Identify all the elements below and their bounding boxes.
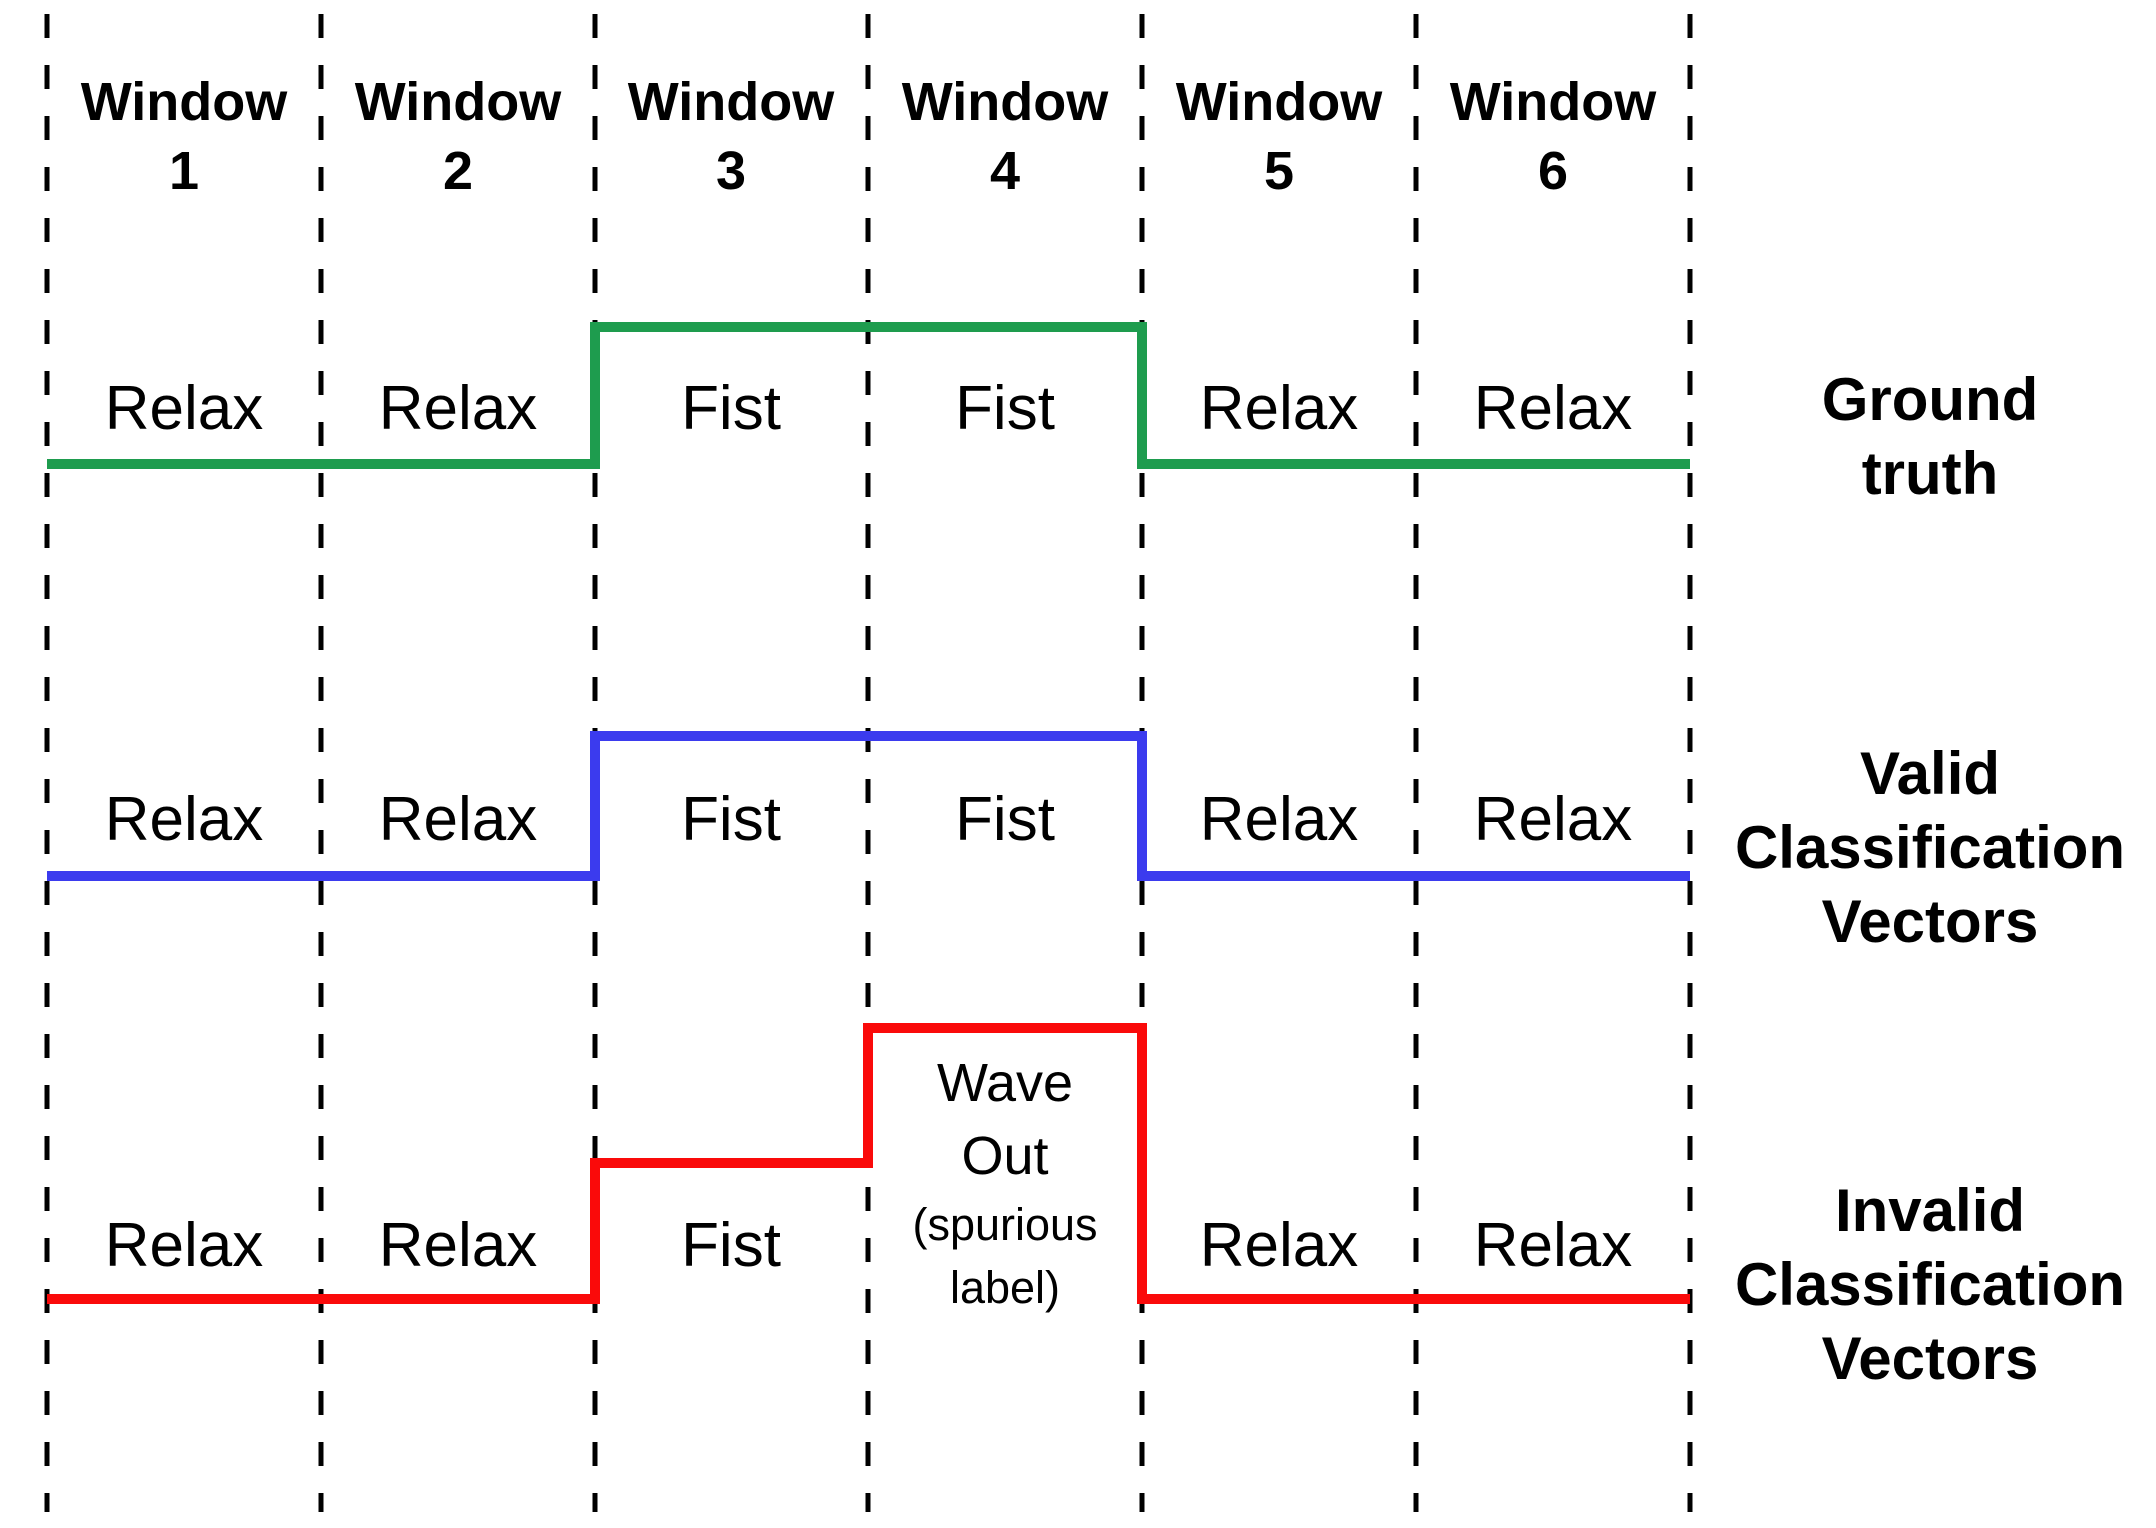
- window-header-number: 3: [715, 141, 747, 201]
- invalid-label-w5: Relax: [1199, 1211, 1359, 1280]
- window-header-number: 4: [989, 141, 1021, 201]
- wave-out-line-1: Wave: [936, 1053, 1074, 1113]
- window-header-number: 5: [1263, 141, 1295, 201]
- caption-line: Classification: [1734, 1251, 2126, 1318]
- valid-label-w6: Relax: [1473, 785, 1633, 854]
- invalid-label-w1: Relax: [104, 1211, 264, 1280]
- window-header-number: 1: [168, 141, 200, 201]
- window-header-1: Window 1: [81, 68, 287, 206]
- invalid-classification-trace: [47, 1023, 1690, 1304]
- caption-line: Vectors: [1821, 888, 2039, 955]
- gt-label-w5: Relax: [1199, 374, 1359, 443]
- invalid-label-w3: Fist: [681, 1211, 781, 1280]
- caption-line: truth: [1861, 440, 1999, 507]
- window-header-word: Window: [627, 72, 835, 132]
- ground-truth-trace: [47, 322, 1690, 469]
- window-header-word: Window: [354, 72, 562, 132]
- caption-ground-truth: Ground truth: [1822, 363, 2039, 511]
- window-header-word: Window: [80, 72, 288, 132]
- caption-line: Ground: [1821, 366, 2039, 433]
- gt-label-w1: Relax: [104, 374, 264, 443]
- window-boundary-lines: [44, 14, 1693, 1512]
- window-header-number: 2: [442, 141, 474, 201]
- window-header-word: Window: [1449, 72, 1657, 132]
- valid-label-w5: Relax: [1199, 785, 1359, 854]
- caption-line: Classification: [1734, 814, 2126, 881]
- window-header-word: Window: [901, 72, 1109, 132]
- caption-line: Valid: [1859, 740, 2001, 807]
- window-header-2: Window 2: [355, 68, 561, 206]
- gt-label-w2: Relax: [378, 374, 538, 443]
- valid-label-w3: Fist: [681, 785, 781, 854]
- wave-out-spurious-block: Wave Out (spurious label): [912, 1047, 1097, 1319]
- spurious-note-line-1: (spurious: [912, 1199, 1098, 1250]
- valid-label-w1: Relax: [104, 785, 264, 854]
- spurious-note-line-2: label): [949, 1262, 1061, 1313]
- window-header-3: Window 3: [628, 68, 834, 206]
- valid-classification-trace: [47, 731, 1690, 881]
- gt-label-w3: Fist: [681, 374, 781, 443]
- wave-out-line-2: Out: [961, 1126, 1049, 1186]
- invalid-label-w2: Relax: [378, 1211, 538, 1280]
- valid-label-w4: Fist: [955, 785, 1055, 854]
- caption-line: Invalid: [1834, 1177, 2026, 1244]
- window-header-number: 6: [1537, 141, 1569, 201]
- valid-label-w2: Relax: [378, 785, 538, 854]
- gt-label-w4: Fist: [955, 374, 1055, 443]
- window-header-5: Window 5: [1176, 68, 1382, 206]
- window-header-word: Window: [1175, 72, 1383, 132]
- invalid-label-w6: Relax: [1473, 1211, 1633, 1280]
- gt-label-w6: Relax: [1473, 374, 1633, 443]
- window-header-4: Window 4: [902, 68, 1108, 206]
- caption-valid-classification-vectors: Valid Classification Vectors: [1735, 737, 2125, 959]
- window-header-6: Window 6: [1450, 68, 1656, 206]
- caption-line: Vectors: [1821, 1325, 2039, 1392]
- caption-invalid-classification-vectors: Invalid Classification Vectors: [1735, 1174, 2125, 1396]
